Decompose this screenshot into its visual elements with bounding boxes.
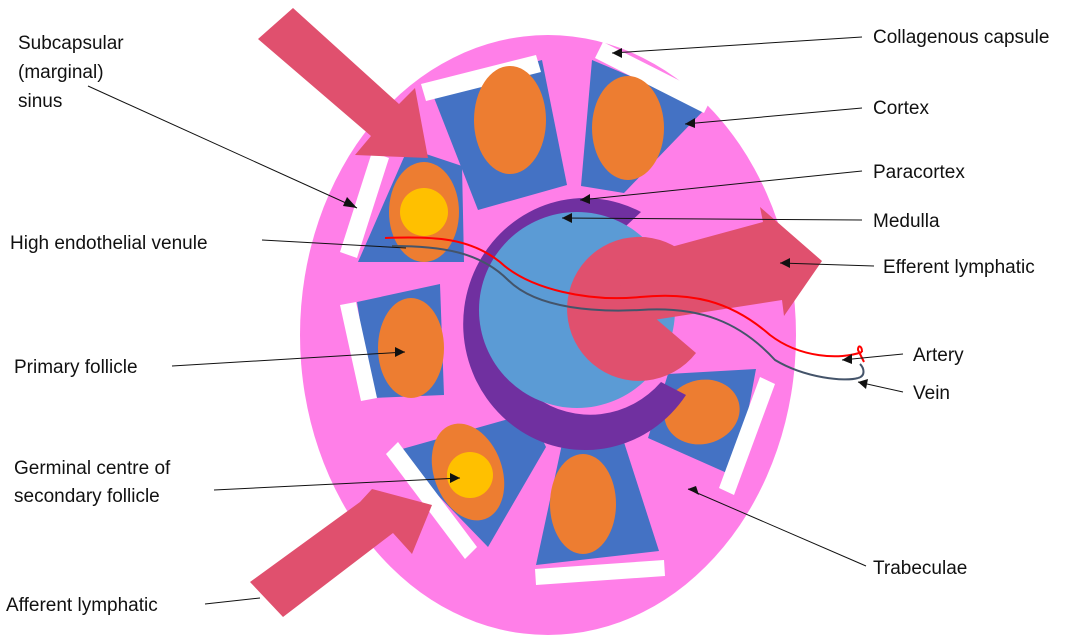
arrowhead [685, 118, 695, 128]
arrowhead [612, 48, 622, 58]
primary-follicle [592, 76, 664, 180]
vein-vessel [391, 245, 859, 381]
capsule-bands [340, 42, 775, 585]
leader-cortex [684, 107, 863, 125]
label-efferent-lymphatic: Efferent lymphatic [883, 257, 1035, 278]
capsule-band [340, 302, 377, 401]
label-germinal-line2: secondary follicle [14, 486, 160, 507]
arrowhead [580, 194, 590, 204]
leader-efferent [779, 262, 875, 267]
leader-subcapsular [87, 85, 358, 209]
arrowhead [450, 473, 460, 483]
label-medulla: Medulla [873, 211, 940, 232]
leader-medulla [561, 217, 863, 221]
vein-end [857, 363, 865, 379]
label-germinal-line1: Germinal centre of [14, 458, 171, 479]
arrowhead [395, 347, 405, 357]
label-high-endothelial-venule: High endothelial venule [10, 233, 208, 254]
capsule-band [535, 560, 665, 585]
label-cortex: Cortex [873, 98, 929, 119]
capsule-band [340, 152, 389, 258]
leader-artery [841, 353, 904, 361]
arrowhead [562, 213, 572, 223]
arrowhead [688, 486, 699, 495]
label-artery: Artery [913, 345, 964, 366]
leader-arrowheads [343, 48, 868, 495]
label-collagenous-capsule: Collagenous capsule [873, 27, 1049, 48]
label-subcapsular-line1: Subcapsular [18, 33, 124, 54]
arrowhead [842, 354, 852, 364]
leader-germinal [213, 477, 461, 491]
label-afferent-lymphatic: Afferent lymphatic [6, 595, 158, 616]
afferent-lymphatic-arrow [250, 489, 432, 617]
arrowhead [780, 258, 790, 268]
arrowhead [343, 197, 357, 208]
leader-trabeculae [687, 488, 867, 567]
capsule-band [719, 377, 775, 495]
germinal-centre [400, 188, 448, 236]
label-vein: Vein [913, 383, 950, 404]
leader-lines [87, 36, 904, 605]
leader-paracortex [579, 170, 863, 201]
leader-afferent [204, 597, 261, 605]
label-subcapsular-line2: (marginal) [18, 62, 104, 83]
capsule-band [595, 42, 712, 113]
label-subcapsular-line3: sinus [18, 91, 62, 112]
artery-end [856, 345, 865, 363]
leader-capsule [611, 36, 863, 54]
leader-primary-follicle [171, 351, 406, 367]
primary-follicle [474, 66, 546, 174]
leader-hev [261, 239, 407, 249]
afferent-lymphatic-arrow [258, 8, 428, 158]
artery-vessel [384, 236, 863, 358]
label-primary-follicle: Primary follicle [14, 357, 138, 378]
germinal-centre [447, 452, 493, 498]
primary-follicle [550, 454, 616, 554]
capsule-band [386, 442, 477, 559]
primary-follicle [378, 298, 444, 398]
label-paracortex: Paracortex [873, 162, 965, 183]
label-trabeculae: Trabeculae [873, 558, 967, 579]
arrowhead [858, 379, 868, 389]
